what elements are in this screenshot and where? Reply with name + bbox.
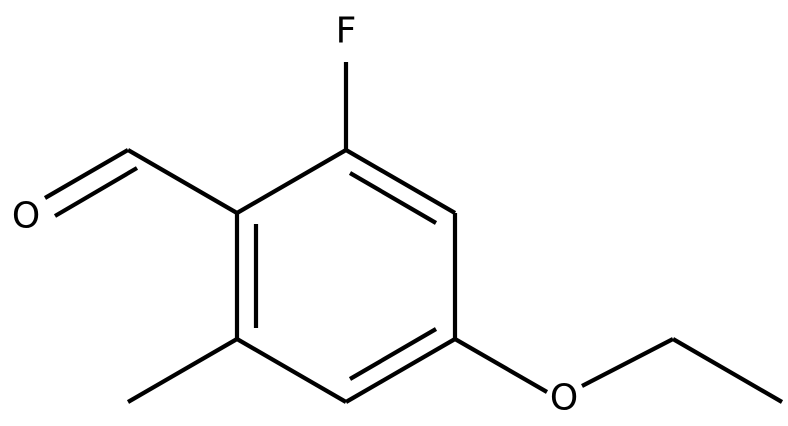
bond-c1-aldehyde-carbon xyxy=(126,148,239,215)
ring-bond-c5-c6 xyxy=(235,337,348,404)
bond-c6-methyl xyxy=(126,337,239,404)
ring-bond-c4-c5 xyxy=(344,337,457,404)
fluorine-atom-label: F xyxy=(336,11,357,52)
bond-ch2-ch3 xyxy=(671,337,784,404)
bond-aldehyde-double-o-1 xyxy=(43,148,130,200)
ring-bond-c2-c3-inner xyxy=(348,171,438,225)
ring-bond-c4-c5-inner xyxy=(348,327,438,381)
ring-bond-c1-c2 xyxy=(235,148,348,215)
bond-ether-oxygen-ch2 xyxy=(581,337,674,388)
bond-aldehyde-double-o-2 xyxy=(53,166,139,218)
ring-bond-c2-c3 xyxy=(344,148,457,215)
bond-c4-ether-oxygen xyxy=(453,337,549,394)
ether-oxygen-atom-label: O xyxy=(550,378,578,419)
carbonyl-oxygen-atom-label: O xyxy=(12,196,40,237)
